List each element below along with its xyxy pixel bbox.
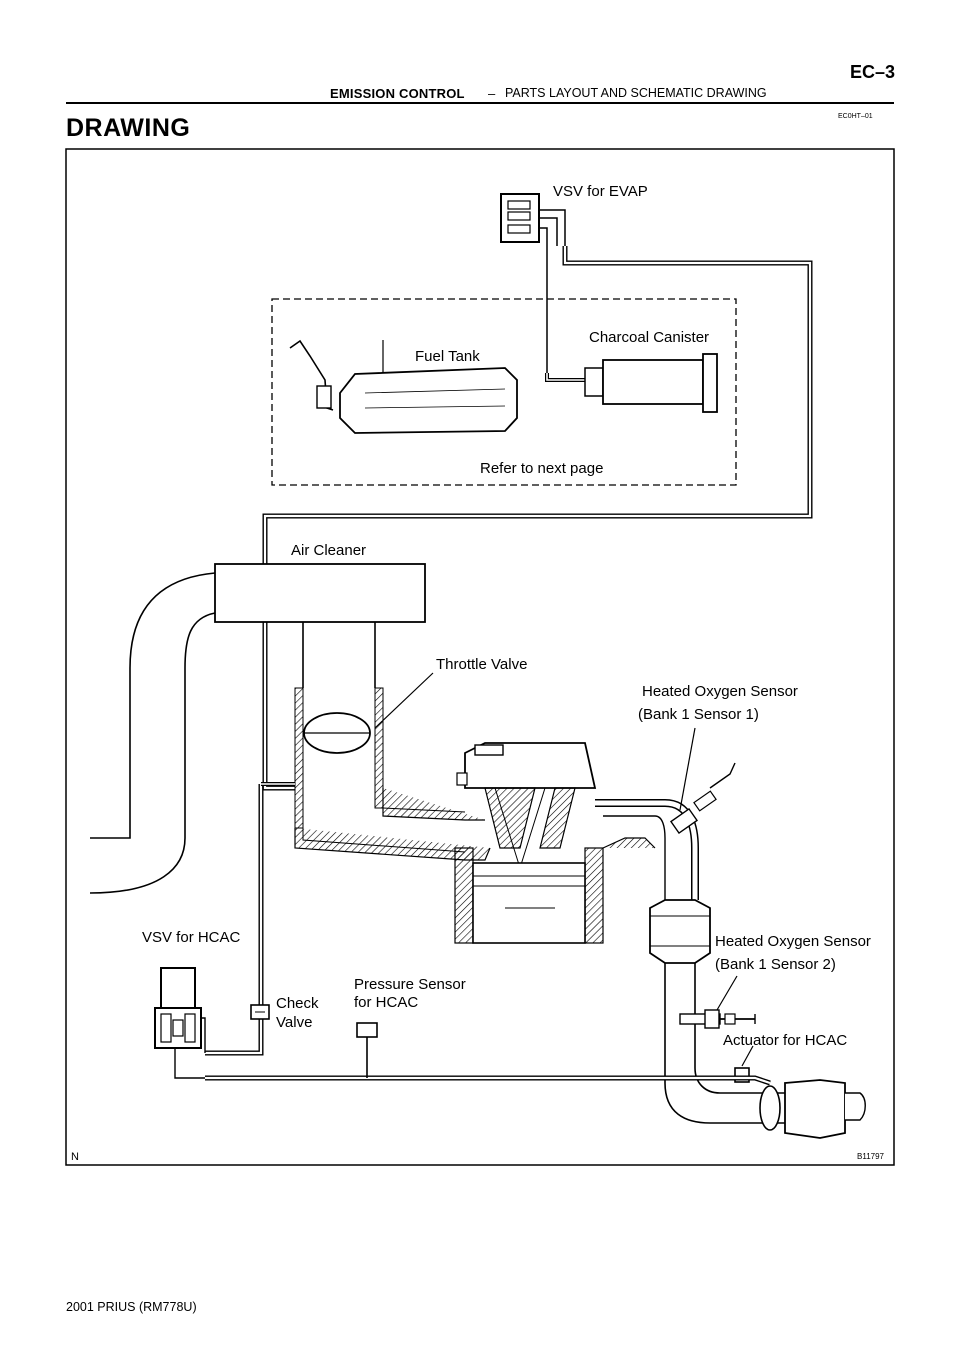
page-number: EC–3 [850, 62, 896, 82]
label-vsv-evap: VSV for EVAP [553, 183, 648, 200]
sensor2-leader [716, 975, 738, 1011]
figure-code: B11797 [857, 1152, 885, 1161]
label-throttle-valve: Throttle Valve [436, 656, 527, 673]
exhaust-pipe [664, 963, 785, 1124]
intake-manifold [294, 622, 491, 861]
heated-oxygen-sensor-1 [669, 762, 736, 835]
header-subsection: PARTS LAYOUT AND SCHEMATIC DRAWING [505, 86, 767, 100]
actuator-leader [741, 1045, 754, 1067]
label-air-cleaner: Air Cleaner [291, 542, 366, 559]
header-separator: – [488, 86, 496, 101]
header-section: EMISSION CONTROL [330, 86, 465, 101]
figure-corner-mark: N [71, 1151, 79, 1163]
catalytic-converter [649, 899, 711, 964]
label-ho2s-2-line1: Heated Oxygen Sensor [715, 933, 871, 950]
evap-dashed-box [271, 298, 737, 486]
label-ho2s-1-line1: Heated Oxygen Sensor [642, 683, 798, 700]
label-vsv-hcac: VSV for HCAC [142, 929, 241, 946]
emission-schematic: VSV for EVAP Charcoal Canister Fuel Tank… [65, 148, 895, 1166]
vsv-hcac [154, 967, 206, 1079]
label-pressure-line1: Pressure Sensor [354, 976, 466, 993]
figure-frame [65, 148, 895, 1166]
vsv-evap [500, 193, 566, 373]
heated-oxygen-sensor-2 [679, 1009, 756, 1029]
label-fuel-tank: Fuel Tank [415, 348, 480, 365]
label-actuator-hcac: Actuator for HCAC [723, 1032, 847, 1049]
charcoal-canister [584, 353, 718, 413]
air-intake-duct [90, 572, 216, 839]
document-code: EC0HT–01 [838, 113, 873, 120]
page-title: DRAWING [66, 114, 191, 142]
label-refer-next-page: Refer to next page [480, 460, 603, 477]
throttle-valve-leader [374, 672, 434, 729]
pressure-sensor-hcac [356, 1022, 378, 1078]
hcac-adsorber [759, 1079, 866, 1139]
air-cleaner [214, 563, 426, 623]
sensor1-leader [679, 727, 696, 811]
label-ho2s-2-line2: (Bank 1 Sensor 2) [715, 956, 836, 973]
fuel-tank [289, 339, 518, 434]
label-pressure-line2: for HCAC [354, 994, 418, 1011]
label-check-line1: Check [276, 995, 319, 1012]
engine-cylinder [454, 742, 656, 944]
header-rule [66, 102, 894, 104]
label-check-line2: Valve [276, 1014, 312, 1031]
footer-model: 2001 PRIUS (RM778U) [66, 1300, 197, 1314]
label-ho2s-1-line2: (Bank 1 Sensor 1) [638, 706, 759, 723]
label-charcoal-canister: Charcoal Canister [589, 329, 709, 346]
